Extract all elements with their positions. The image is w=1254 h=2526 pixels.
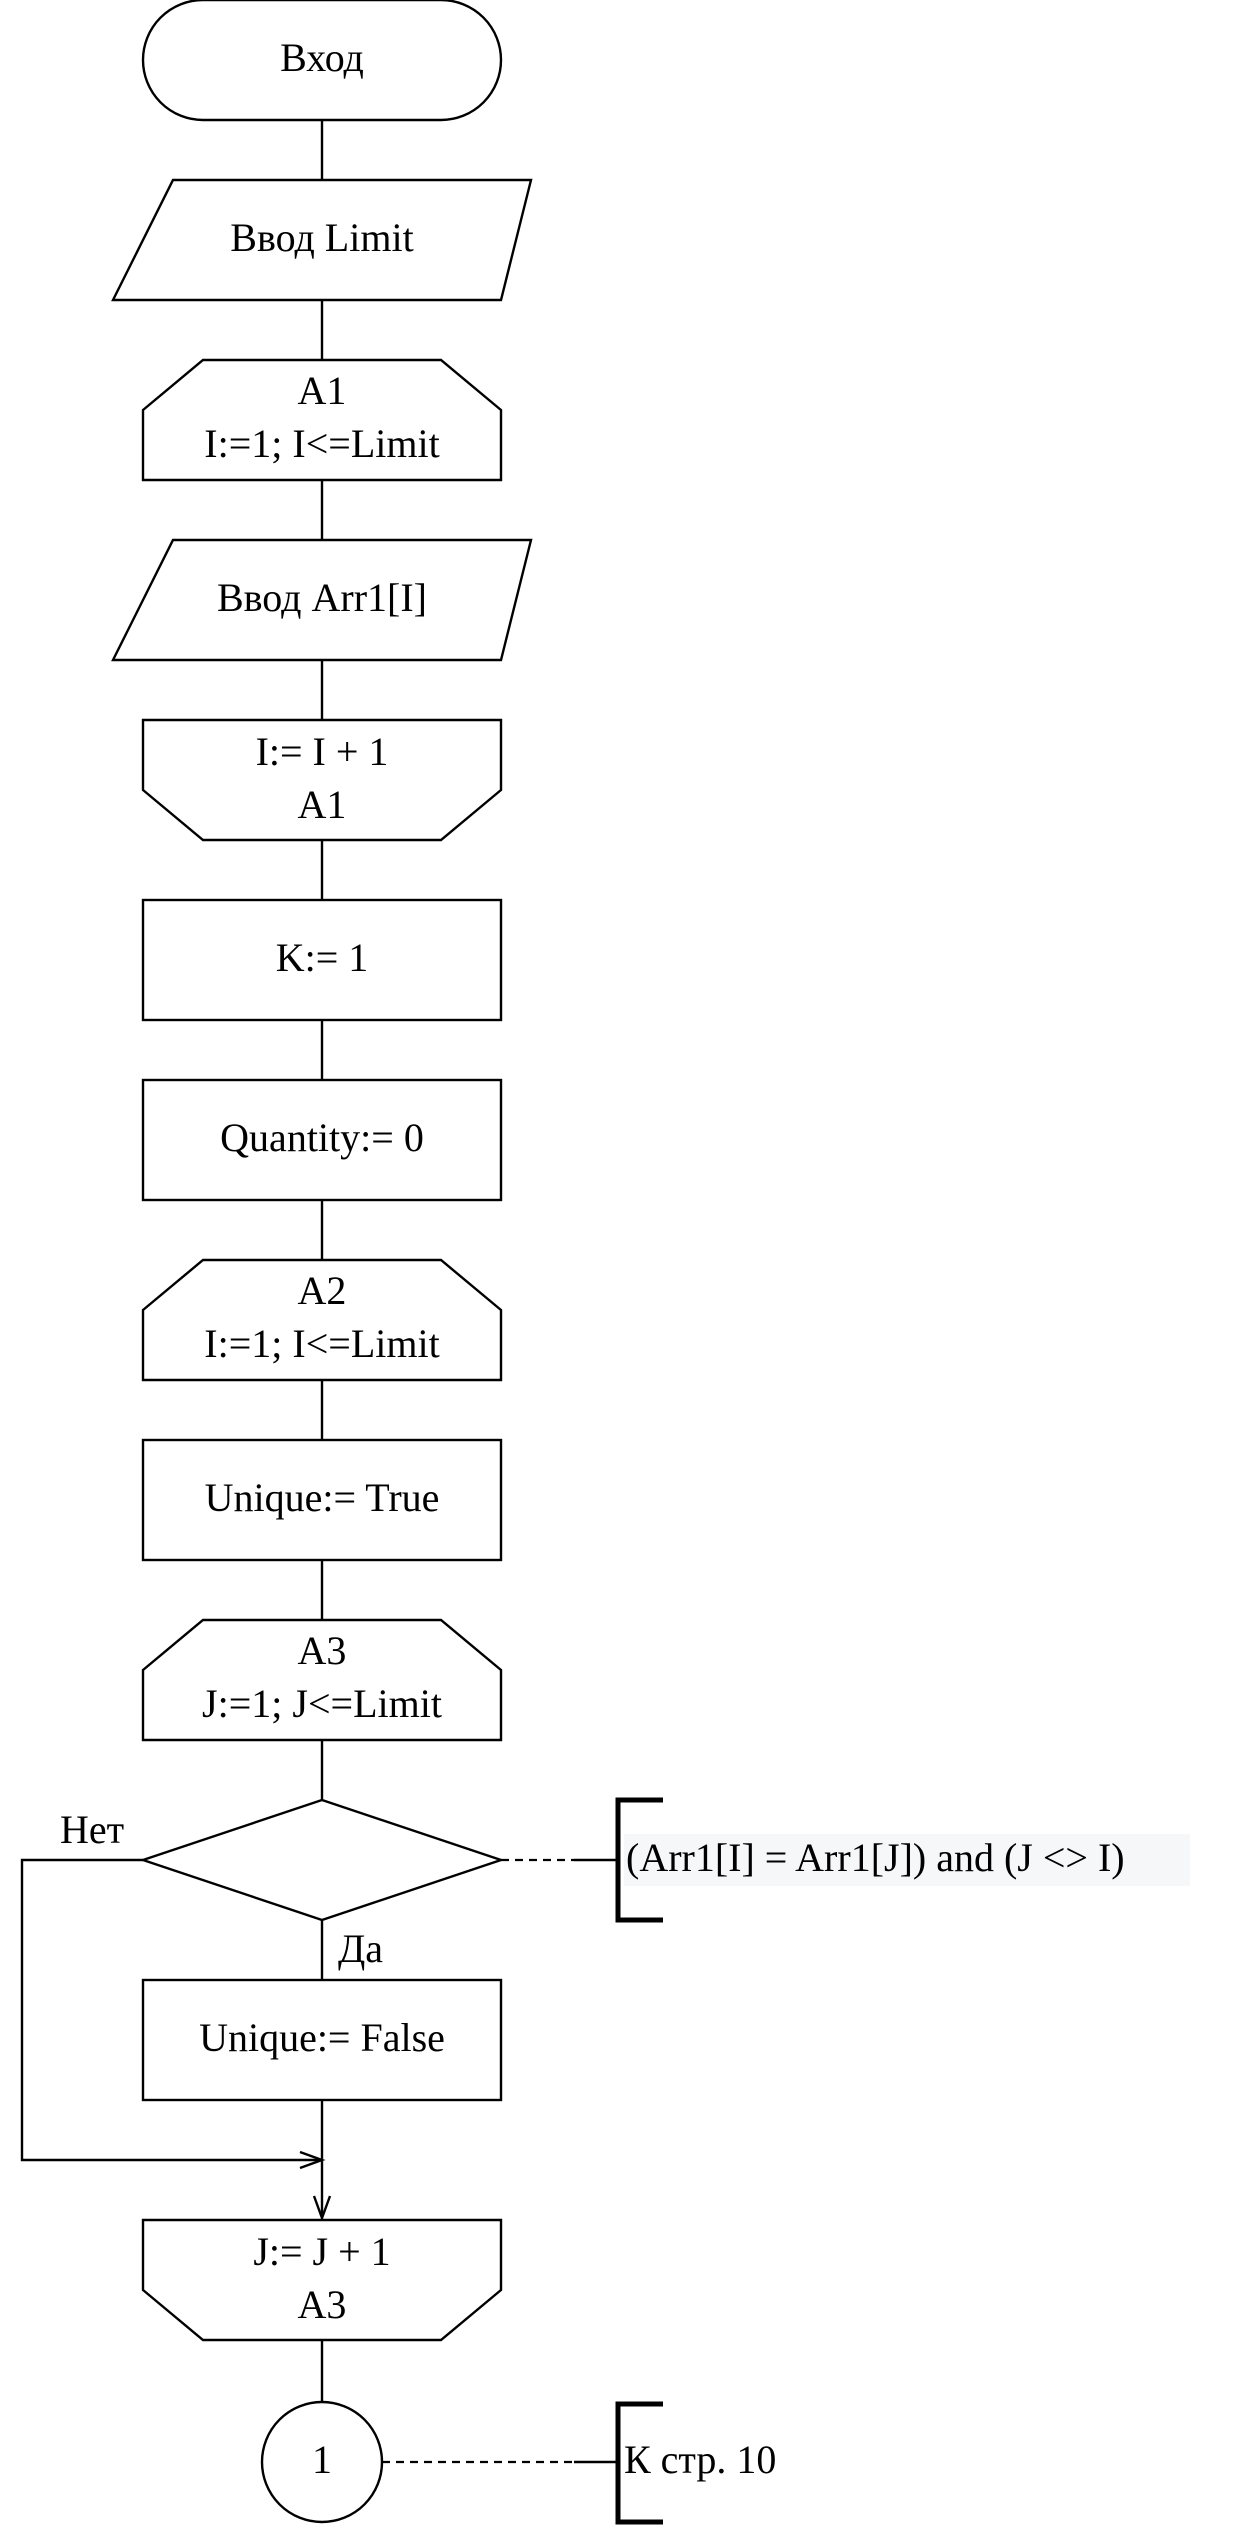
assign-quantity-label: Quantity:= 0 [220,1115,424,1160]
assign-k-block: K:= 1 [141,898,503,1022]
loop-a2-begin-line1: A2 [298,1268,347,1313]
assign-unique-false-label: Unique:= False [199,2015,445,2060]
loop-a1-end-line1: I:= I + 1 [256,729,389,774]
loop-a1-begin-line1: A1 [298,368,347,413]
start-terminator: Вход [141,0,503,122]
branch-yes-label: Да [338,1926,383,1971]
branch-no-label: Нет [60,1807,124,1852]
loop-a2-begin-line2: I:=1; I<=Limit [204,1321,439,1366]
decision-comment: (Arr1[I] = Arr1[J]) and (J <> I) [501,1797,1190,1923]
loop-a3-begin-line2: J:=1; J<=Limit [202,1681,442,1726]
assign-k-label: K:= 1 [276,935,369,980]
loop-a1-begin-line2: I:=1; I<=Limit [204,421,439,466]
loop-a3-begin: A3 J:=1; J<=Limit [141,1618,503,1742]
decision-comment-text: (Arr1[I] = Arr1[J]) and (J <> I) [626,1835,1125,1880]
no-branch-line [20,1858,322,2162]
loop-a3-begin-line1: A3 [298,1628,347,1673]
assign-unique-false-block: Unique:= False [141,1978,503,2102]
loop-a1-end: I:= I + 1 A1 [141,718,503,842]
merge-arrowhead [299,2150,326,2170]
assign-unique-true-block: Unique:= True [141,1438,503,1562]
loop-a1-end-line2: A1 [298,782,347,827]
page-connector: 1 [260,2400,384,2524]
connector-label: 1 [312,2437,332,2482]
input-limit-label: Ввод Limit [230,215,413,260]
assign-unique-true-label: Unique:= True [205,1475,440,1520]
spine-arrowhead [312,2195,332,2222]
loop-a2-begin: A2 I:=1; I<=Limit [141,1258,503,1382]
assign-quantity-block: Quantity:= 0 [141,1078,503,1202]
decision-block [139,1798,505,1922]
loop-a3-end-line2: A3 [298,2282,347,2327]
loop-a1-begin: A1 I:=1; I<=Limit [141,358,503,482]
input-arr-label: Ввод Arr1[I] [217,575,427,620]
input-limit-block: Ввод Limit [111,178,533,302]
loop-a3-end-line1: J:= J + 1 [253,2229,390,2274]
connector-comment: К стр. 10 [382,2401,776,2525]
connector-comment-text: К стр. 10 [624,2437,776,2482]
input-arr-block: Ввод Arr1[I] [111,538,533,662]
start-label: Вход [280,35,364,80]
loop-a3-end: J:= J + 1 A3 [141,2218,503,2342]
